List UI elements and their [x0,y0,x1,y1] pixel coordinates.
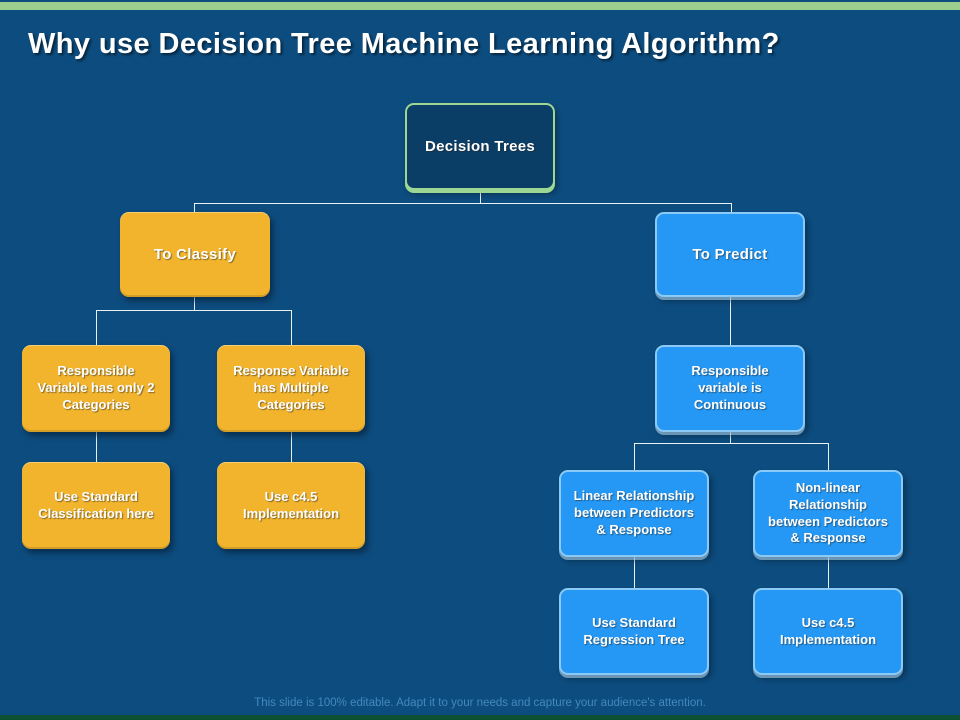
page-title: Why use Decision Tree Machine Learning A… [28,28,780,60]
connector-predict-down [730,297,731,345]
connector-classify-horizontal [96,310,291,311]
node-label: Decision Trees [424,137,536,155]
node-responsible-variable-continuous: Responsible variable is Continuous [655,345,805,432]
node-label: Responsible variable is Continuous [691,363,769,412]
node-label: Use Standard Regression Tree [583,614,685,647]
node-use-c45-implementation-classify: Use c4.5 Implementation [217,462,365,549]
connector-to-nonlinear [828,443,829,470]
connector-to-linear [634,443,635,470]
node-label: Responsible Variable has only 2 Categori… [37,363,155,412]
connector-classify-down [194,297,195,310]
node-non-linear-relationship: Non-linear Relationship between Predicto… [753,470,903,557]
node-label: Linear Relationship between Predictors &… [573,488,695,537]
node-label: Use c4.5 Implementation [779,614,877,647]
connector-to-multiple-categories [291,310,292,345]
connector-to-classify [194,203,195,212]
top-accent-bar [0,2,960,10]
connector-to-c45-predict [828,557,829,588]
node-use-standard-classification: Use Standard Classification here [22,462,170,549]
node-responsible-variable-2-categories: Responsible Variable has only 2 Categori… [22,345,170,432]
node-label: To Predict [692,245,768,263]
connector-continuous-down [730,432,731,443]
node-response-variable-multiple-categories: Response Variable has Multiple Categorie… [217,345,365,432]
node-label: Use c4.5 Implementation [242,488,340,521]
node-use-c45-implementation-predict: Use c4.5 Implementation [753,588,903,675]
bottom-accent-bar [0,715,960,720]
footer-note: This slide is 100% editable. Adapt it to… [254,697,706,709]
node-label: To Classify [153,245,237,263]
connector-to-c45-classify [291,432,292,462]
node-to-classify: To Classify [120,212,270,297]
connector-to-predict [731,203,732,212]
node-label: Non-linear Relationship between Predicto… [768,479,888,546]
connector-root-horizontal [194,203,731,204]
connector-root-down [480,190,481,203]
connector-to-standard-classification [96,432,97,462]
node-label: Response Variable has Multiple Categorie… [233,363,349,412]
node-use-standard-regression-tree: Use Standard Regression Tree [559,588,709,675]
node-label: Use Standard Classification here [38,488,154,521]
connector-predict-horizontal [634,443,828,444]
connector-to-regression-tree [634,557,635,588]
node-to-predict: To Predict [655,212,805,297]
node-decision-trees: Decision Trees [405,103,555,190]
node-linear-relationship: Linear Relationship between Predictors &… [559,470,709,557]
connector-to-2categories [96,310,97,345]
